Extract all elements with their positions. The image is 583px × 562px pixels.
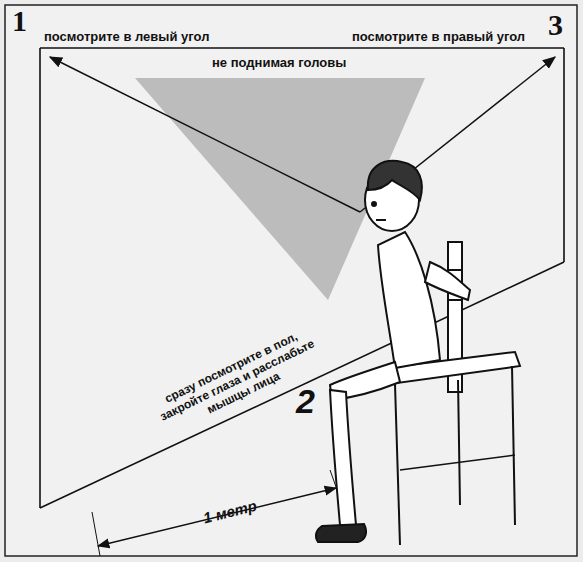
hair: [368, 161, 422, 200]
instruction-text: посмотрите в правый угол: [352, 30, 552, 45]
instruction-text: посмотрите в левый угол: [44, 30, 274, 45]
shin: [330, 390, 356, 525]
eye: [372, 202, 376, 206]
dimension-label: 1 метр: [175, 490, 286, 533]
chair-leg: [395, 384, 400, 545]
dimension-line: [98, 488, 336, 546]
wall-edge: [39, 48, 41, 508]
chair-leg: [458, 380, 460, 505]
extension-line: [92, 512, 100, 556]
arm: [425, 262, 470, 300]
instruction-text: не поднимая головы: [212, 56, 412, 71]
torso: [378, 232, 440, 368]
shoe: [316, 524, 366, 542]
boy-figure: [316, 161, 470, 542]
wall-edge: [563, 48, 565, 262]
chair-back: [448, 269, 462, 271]
chair-rail: [400, 455, 515, 470]
step-number: 1: [12, 4, 42, 39]
chair-leg: [512, 366, 515, 525]
floor-line: [40, 262, 564, 508]
step-number: 2: [296, 382, 336, 421]
outer-frame: [5, 5, 577, 556]
chair-back: [448, 299, 462, 301]
wall-edge: [40, 47, 564, 49]
gaze-arrow: [50, 57, 360, 212]
step-number: 3: [548, 8, 578, 43]
instruction-text: сразу посмотрите в пол, закройте глаза и…: [150, 324, 325, 438]
mouth: [376, 219, 386, 221]
